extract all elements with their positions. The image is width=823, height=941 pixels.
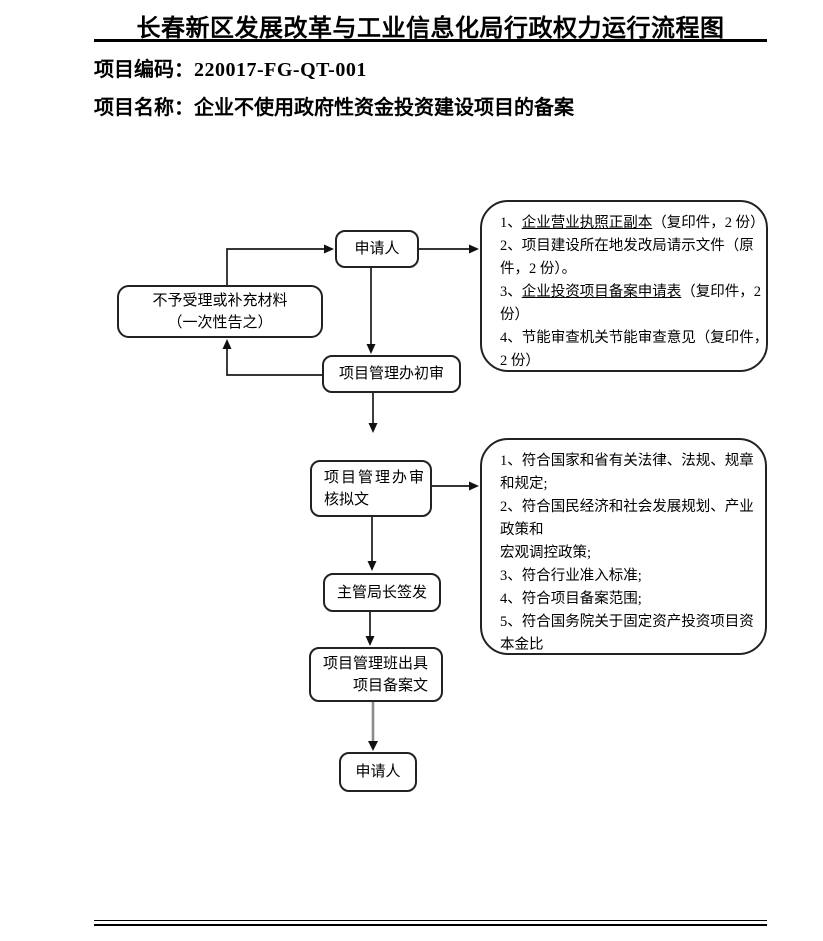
flow-box-applicant-top-label: 申请人: [354, 241, 400, 257]
flow-box-issue-record-line1: 项目管理班出具: [323, 655, 429, 672]
list-line: 5、符合国务院关于固定资产投资项目资: [500, 614, 754, 630]
arrowhead-into-materials: [469, 244, 479, 254]
list-line: 2 份）: [500, 353, 540, 369]
list-line: 4、节能审查机关节能审查意见（复印件，: [500, 330, 769, 346]
flow-box-reject-line2: （一次性告之）: [167, 314, 273, 331]
flow-box-applicant-bottom-label: 申请人: [355, 764, 401, 780]
list-line: 政策和: [500, 522, 544, 538]
flow-box-director-sign: 主管局长签发: [323, 573, 441, 612]
project-code-label: 项目编码：: [94, 59, 194, 81]
list-line: 和规定;: [500, 476, 548, 492]
flow-box-applicant-top: 申请人: [335, 230, 419, 268]
flow-box-initial-review-label: 项目管理办初审: [338, 366, 444, 382]
arrowhead-into-applicant: [324, 244, 334, 254]
arrowhead-initial-review-down: [368, 423, 378, 433]
project-code-value: 220017-FG-QT-001: [194, 59, 367, 81]
flow-box-criteria-list: 1、符合国家和省有关法律、法规、规章和规定; 2、符合国民经济和社会发展规划、产业…: [480, 438, 767, 655]
list-line: 3、符合行业准入标准;: [500, 568, 642, 584]
flow-box-initial-review: 项目管理办初审: [322, 355, 461, 393]
arrowhead-into-initial-review: [366, 344, 376, 354]
list-line: 4、符合项目备案范围;: [500, 591, 642, 607]
list-line: 1、企业营业执照正副本（复印件，2 份）: [500, 215, 765, 231]
list-line: 本金比: [500, 637, 544, 653]
arrow-reject-to-applicant: [226, 248, 325, 285]
page-bottom-double-rule: [94, 920, 767, 926]
arrowhead-into-director: [367, 561, 377, 571]
project-name-line: 项目名称：企业不使用政府性资金投资建设项目的备案: [94, 91, 574, 120]
list-line: 件，2 份）。: [500, 261, 577, 277]
list-line: 2、符合国民经济和社会发展规划、产业: [500, 499, 754, 515]
flow-box-review-draft: 项目管理办审 核拟文: [310, 460, 432, 517]
arrowhead-into-applicant-bottom: [368, 741, 378, 751]
list-line: 份）: [500, 307, 529, 323]
flow-box-reject-line1: 不予受理或补充材料: [152, 292, 288, 309]
flow-box-reject: 不予受理或补充材料 （一次性告之）: [117, 285, 323, 338]
list-line: 2、项目建设所在地发改局请示文件（原: [500, 238, 754, 254]
flow-box-review-draft-line2: 核拟文: [324, 491, 370, 508]
arrowhead-into-issue: [365, 636, 375, 646]
list-line: 3、企业投资项目备案申请表（复印件，2: [500, 284, 761, 300]
flow-box-issue-record-line2: 项目备案文: [353, 677, 429, 694]
page-title: 长春新区发展改革与工业信息化局行政权力运行流程图: [136, 16, 725, 42]
arrowhead-into-criteria: [469, 481, 479, 491]
project-name-label: 项目名称：: [94, 97, 194, 119]
project-code-line: 项目编码：220017-FG-QT-001: [94, 53, 367, 82]
list-line: 宏观调控政策;: [500, 545, 592, 561]
flow-box-director-sign-label: 主管局长签发: [336, 584, 427, 601]
title-underline-rule: [94, 39, 767, 42]
arrow-initial-review-to-reject: [226, 348, 322, 376]
flow-box-issue-record: 项目管理班出具 项目备案文: [309, 647, 443, 702]
list-line: 1、符合国家和省有关法律、法规、规章: [500, 453, 754, 469]
flow-box-review-draft-line1: 项目管理办审: [324, 469, 427, 486]
arrowhead-into-reject: [222, 339, 232, 349]
flow-box-applicant-bottom: 申请人: [339, 752, 417, 792]
project-name-value: 企业不使用政府性资金投资建设项目的备案: [194, 97, 574, 119]
flow-box-materials-list: 1、企业营业执照正副本（复印件，2 份） 2、项目建设所在地发改局请示文件（原件，…: [480, 200, 768, 372]
